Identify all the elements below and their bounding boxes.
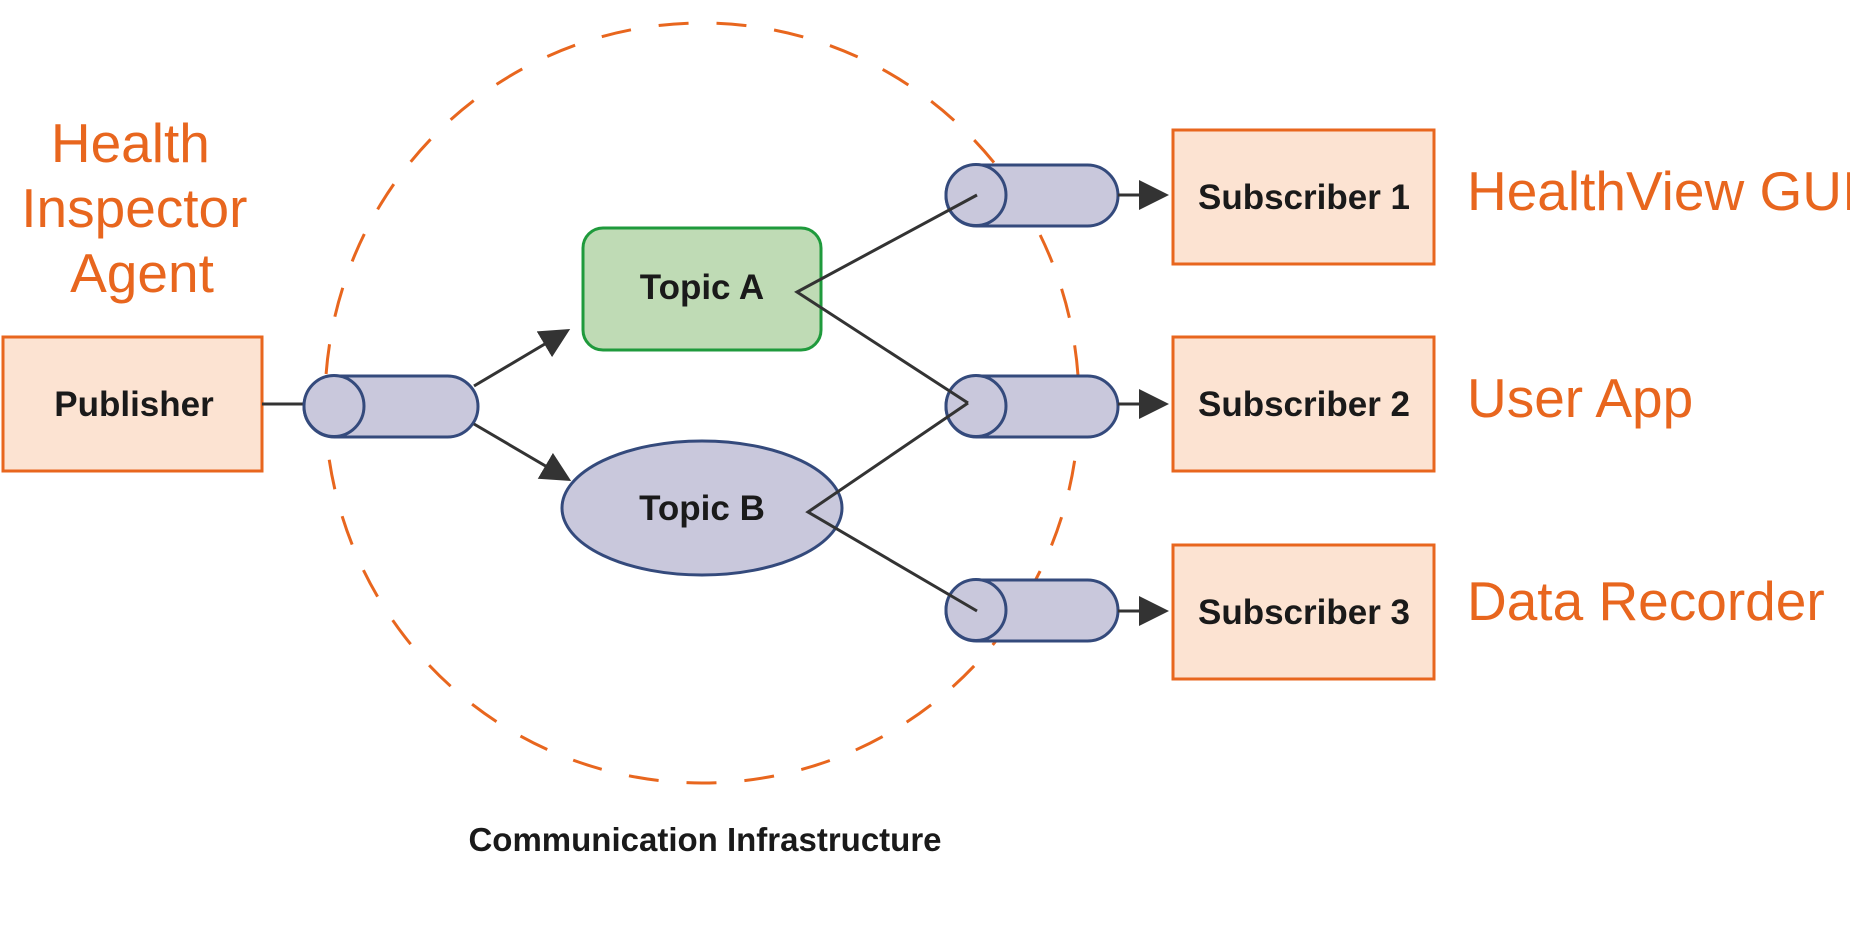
topic-b-connection-line [805,401,978,613]
subscriber-3-box: Subscriber 3 [1171,543,1436,681]
subscriber-1-role-label: HealthView GUI [1467,160,1850,222]
subscriber-2-pipe [944,374,1120,439]
subscriber-3-label: Subscriber 3 [1198,593,1410,632]
subscriber-3-role-label: Data Recorder [1467,570,1825,632]
topic-a-connection-line [794,193,978,405]
topic-a-label: Topic A [640,268,764,307]
subscriber-1-label: Subscriber 1 [1198,178,1410,217]
subscriber-3-pipe [944,578,1120,643]
subscriber-1-box: Subscriber 1 [1171,128,1436,266]
publisher-pipe [302,374,480,439]
publisher-role-line-1: Health [51,112,210,174]
arrow-to-topic-a [473,328,571,388]
subscriber-2-label: Subscriber 2 [1198,385,1410,424]
publisher-label: Publisher [54,385,214,424]
subscriber-2-role-label: User App [1467,367,1693,429]
publisher-role-line-3: Agent [70,242,214,304]
subscriber-1-pipe [944,163,1120,228]
topic-b: Topic B [560,439,844,577]
topic-a: Topic A [581,226,823,352]
arrow-to-topic-b [473,422,572,482]
topic-b-label: Topic B [639,489,765,528]
publisher-role-label: Health Inspector Agent [21,112,263,304]
publisher-role-line-2: Inspector [21,177,247,239]
infrastructure-caption: Communication Infrastructure [468,821,941,858]
subscriber-2-box: Subscriber 2 [1171,335,1436,473]
publisher-box: Publisher [1,335,264,473]
